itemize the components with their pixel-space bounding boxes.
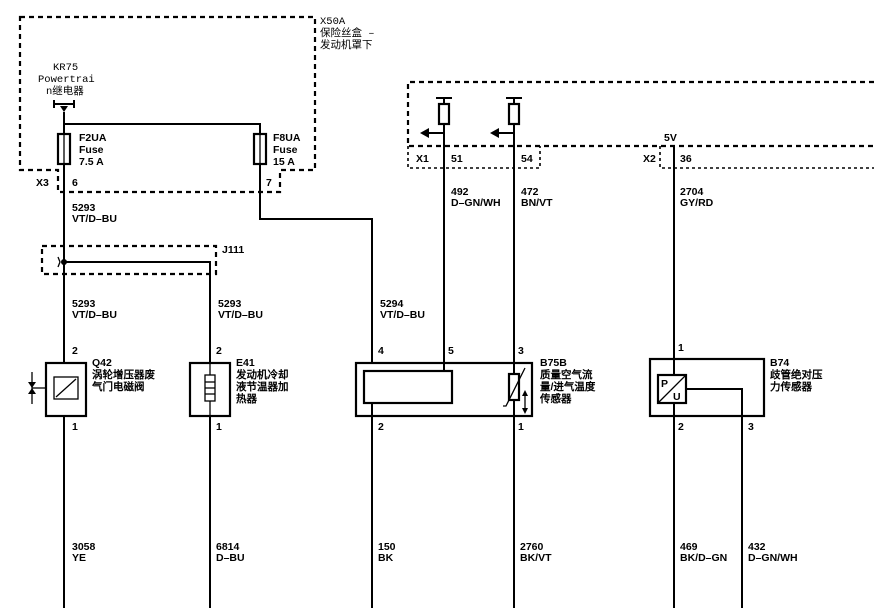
wire-432-color: D–GN/WH (748, 552, 798, 564)
wire-2760-color: BK/VT (520, 552, 552, 564)
wire-432-num: 432 (748, 541, 766, 553)
component-e41-desc-1: 发动机冷却 (235, 368, 289, 381)
splice-j111-wire (64, 261, 211, 363)
pin-e41-2: 2 (216, 345, 222, 357)
wire-2760-num: 2760 (520, 541, 544, 553)
reference-resistor-54-icon (490, 97, 522, 138)
wire-5293-q42-color: VT/D–BU (72, 309, 117, 321)
connector-x1-boundary (407, 146, 541, 169)
x50a-desc-2: 发动机罩下 (320, 38, 373, 52)
wire-5293-e41-color: VT/D–BU (218, 309, 263, 321)
pin-x3-7: 7 (266, 177, 272, 189)
connector-x2-boundary (659, 146, 874, 169)
pin-b74-1: 1 (678, 342, 684, 354)
splice-j111-mark-icon (57, 256, 61, 268)
wire-5294-num: 5294 (380, 298, 404, 310)
component-b75b-desc-3: 传感器 (539, 392, 572, 405)
x50a-desc-1: 保险丝盒 – (320, 26, 375, 40)
fuse-f8ua-type: Fuse (273, 144, 298, 156)
connector-x1-label: X1 (416, 153, 429, 165)
wire-2704-num: 2704 (680, 186, 704, 198)
pin-b75b-2: 2 (378, 421, 384, 433)
pin-x2-36: 36 (680, 153, 692, 165)
pin-q42-2: 2 (72, 345, 78, 357)
solenoid-coil-icon (53, 376, 79, 400)
fuse-f8ua-rating: 15 A (273, 156, 295, 168)
component-b75b-desc-2: 量/进气温度 (540, 380, 596, 393)
wire-5293-num: 5293 (72, 202, 96, 214)
kr75-desc-2: n继电器 (46, 84, 84, 98)
fuse-f2ua-name: F2UA (79, 132, 107, 144)
kr75-id: KR75 (53, 62, 78, 74)
pin-b74-2: 2 (678, 421, 684, 433)
pin-b75b-5: 5 (448, 345, 454, 357)
component-b74-id: B74 (770, 357, 789, 369)
fuse-f8ua-name: F8UA (273, 132, 301, 144)
component-e41-desc-3: 热器 (236, 392, 257, 405)
wire-6814-color: D–BU (216, 552, 245, 564)
b74-signal-internal-wire (686, 388, 743, 416)
component-q42-desc-2: 气门电磁阀 (91, 380, 145, 393)
wire-469-num: 469 (680, 541, 698, 553)
component-q42-desc-1: 涡轮增压器废 (92, 368, 155, 381)
fuse-f2ua-rating: 7.5 A (79, 156, 104, 168)
reference-resistor-51-icon (420, 97, 452, 138)
wire-472-color: BN/VT (521, 197, 553, 209)
wire-492-num: 492 (451, 186, 469, 198)
pin-q42-1: 1 (72, 421, 78, 433)
wire-5293-color: VT/D–BU (72, 213, 117, 225)
pin-b75b-1: 1 (518, 421, 524, 433)
wire-3058-color: YE (72, 552, 86, 564)
ecm-module-boundary (406, 80, 874, 148)
wire-5294-color: VT/D–BU (380, 309, 425, 321)
connector-x3-label: X3 (36, 177, 49, 189)
splice-j111-boundary (40, 244, 218, 276)
pin-b75b-4: 4 (378, 345, 384, 357)
pin-5v-label: 5V (664, 132, 677, 144)
kr75-relay-terminal-icon (53, 100, 75, 112)
component-e41-desc-2: 液节温器加 (236, 380, 289, 393)
solenoid-diagonal-icon (55, 378, 77, 398)
component-e41-id: E41 (236, 357, 255, 369)
fuse-f2ua-type: Fuse (79, 144, 104, 156)
iat-thermistor-icon (503, 363, 528, 416)
voltage-symbol: U (673, 391, 681, 403)
wire-5294-route (259, 164, 373, 363)
kr75-desc-1: Powertrai (38, 74, 95, 86)
pin-e41-1: 1 (216, 421, 222, 433)
component-q42-id: Q42 (92, 357, 112, 369)
connector-x2-label: X2 (643, 153, 656, 165)
solenoid-actuator-arrow-icon (28, 372, 46, 404)
pin-b75b-3: 3 (518, 345, 524, 357)
component-b75b-desc-1: 质量空气流 (540, 368, 593, 381)
wire-2704-color: GY/RD (680, 197, 714, 209)
x50a-fusebox-boundary (18, 15, 317, 194)
wire-150-num: 150 (378, 541, 396, 553)
wire-5293-q42-num: 5293 (72, 298, 96, 310)
wire-5293-e41-num: 5293 (218, 298, 242, 310)
wire-469-color: BK/D–GN (680, 552, 727, 564)
wire-492-color: D–GN/WH (451, 197, 501, 209)
component-q42-box (44, 361, 88, 418)
fuse-bus-wire (63, 112, 261, 134)
pin-x1-54: 54 (521, 153, 533, 165)
pressure-symbol: P (661, 378, 668, 390)
pin-x1-51: 51 (451, 153, 463, 165)
wire-472-num: 472 (521, 186, 539, 198)
wire-3058-num: 3058 (72, 541, 96, 553)
pin-b74-3: 3 (748, 421, 754, 433)
x50a-id: X50A (320, 16, 346, 28)
wire-150-color: BK (378, 552, 394, 564)
wire-6814-num: 6814 (216, 541, 240, 553)
component-b75b-id: B75B (540, 357, 567, 369)
maf-sensing-element-icon (362, 369, 454, 405)
pin-x3-6: 6 (72, 177, 78, 189)
component-b74-desc-2: 力传感器 (770, 380, 812, 393)
splice-j111-node-icon (61, 259, 67, 265)
component-b74-desc-1: 歧管绝对压 (770, 368, 823, 381)
splice-j111-label: J111 (222, 244, 244, 256)
